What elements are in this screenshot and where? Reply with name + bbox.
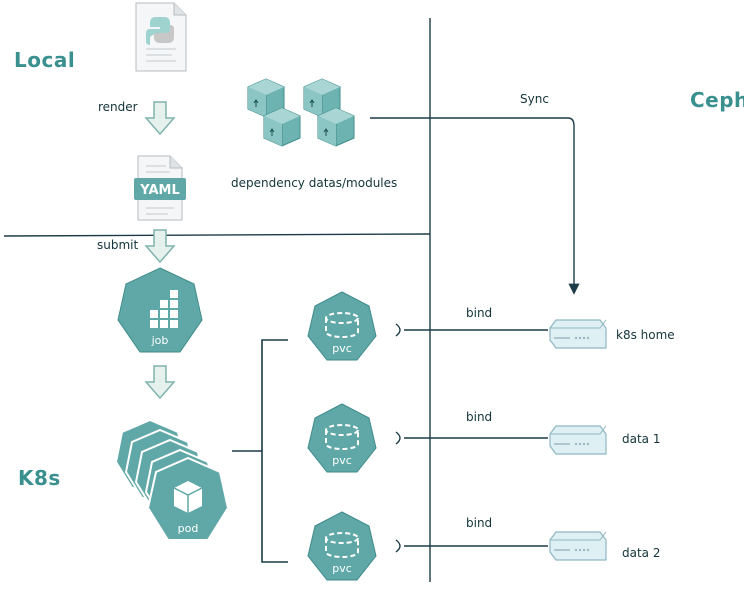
bind-label: bind bbox=[466, 306, 493, 320]
local-k8s-divider-line bbox=[3, 233, 431, 237]
submit-label: submit bbox=[97, 238, 139, 252]
box-icon bbox=[263, 107, 301, 147]
storage-server-icon bbox=[549, 425, 607, 455]
pvc-icon: pvc bbox=[307, 511, 377, 581]
down-arrow-icon bbox=[145, 101, 175, 135]
pvc-bracket-line bbox=[261, 339, 288, 563]
pvc-icon: pvc bbox=[307, 291, 377, 361]
pvc-label: pvc bbox=[332, 562, 352, 575]
zone-label-k8s: K8s bbox=[18, 466, 61, 490]
storage-label-k8s-home: k8s home bbox=[616, 328, 675, 342]
zone-label-local: Local bbox=[14, 48, 76, 72]
yaml-label: YAML bbox=[139, 183, 179, 198]
render-label: render bbox=[98, 100, 138, 114]
sync-label: Sync bbox=[520, 92, 549, 106]
storage-server-icon bbox=[549, 319, 607, 349]
bind-connector-line bbox=[395, 431, 548, 445]
bind-label: bind bbox=[466, 410, 493, 424]
storage-label-data-2: data 2 bbox=[622, 546, 661, 560]
job-icon: job bbox=[117, 267, 203, 353]
storage-server-icon bbox=[549, 531, 607, 561]
dependency-label: dependency datas/modules bbox=[231, 176, 398, 190]
sync-connector-line bbox=[370, 117, 580, 295]
bind-label: bind bbox=[466, 516, 493, 530]
bind-connector-line bbox=[395, 539, 548, 553]
yaml-file-icon: YAML bbox=[134, 155, 186, 221]
down-arrow-icon bbox=[145, 365, 175, 399]
python-file-icon bbox=[135, 2, 187, 72]
pod-icon: pod bbox=[114, 418, 230, 541]
pvc-label: pvc bbox=[332, 342, 352, 355]
bind-connector-line bbox=[395, 323, 548, 337]
pvc-icon: pvc bbox=[307, 403, 377, 473]
pod-label: pod bbox=[178, 522, 199, 535]
box-icon bbox=[317, 107, 355, 147]
job-label: job bbox=[151, 334, 169, 347]
pvc-label: pvc bbox=[332, 454, 352, 467]
storage-label-data-1: data 1 bbox=[622, 432, 661, 446]
zone-label-ceph: Ceph bbox=[690, 88, 744, 112]
